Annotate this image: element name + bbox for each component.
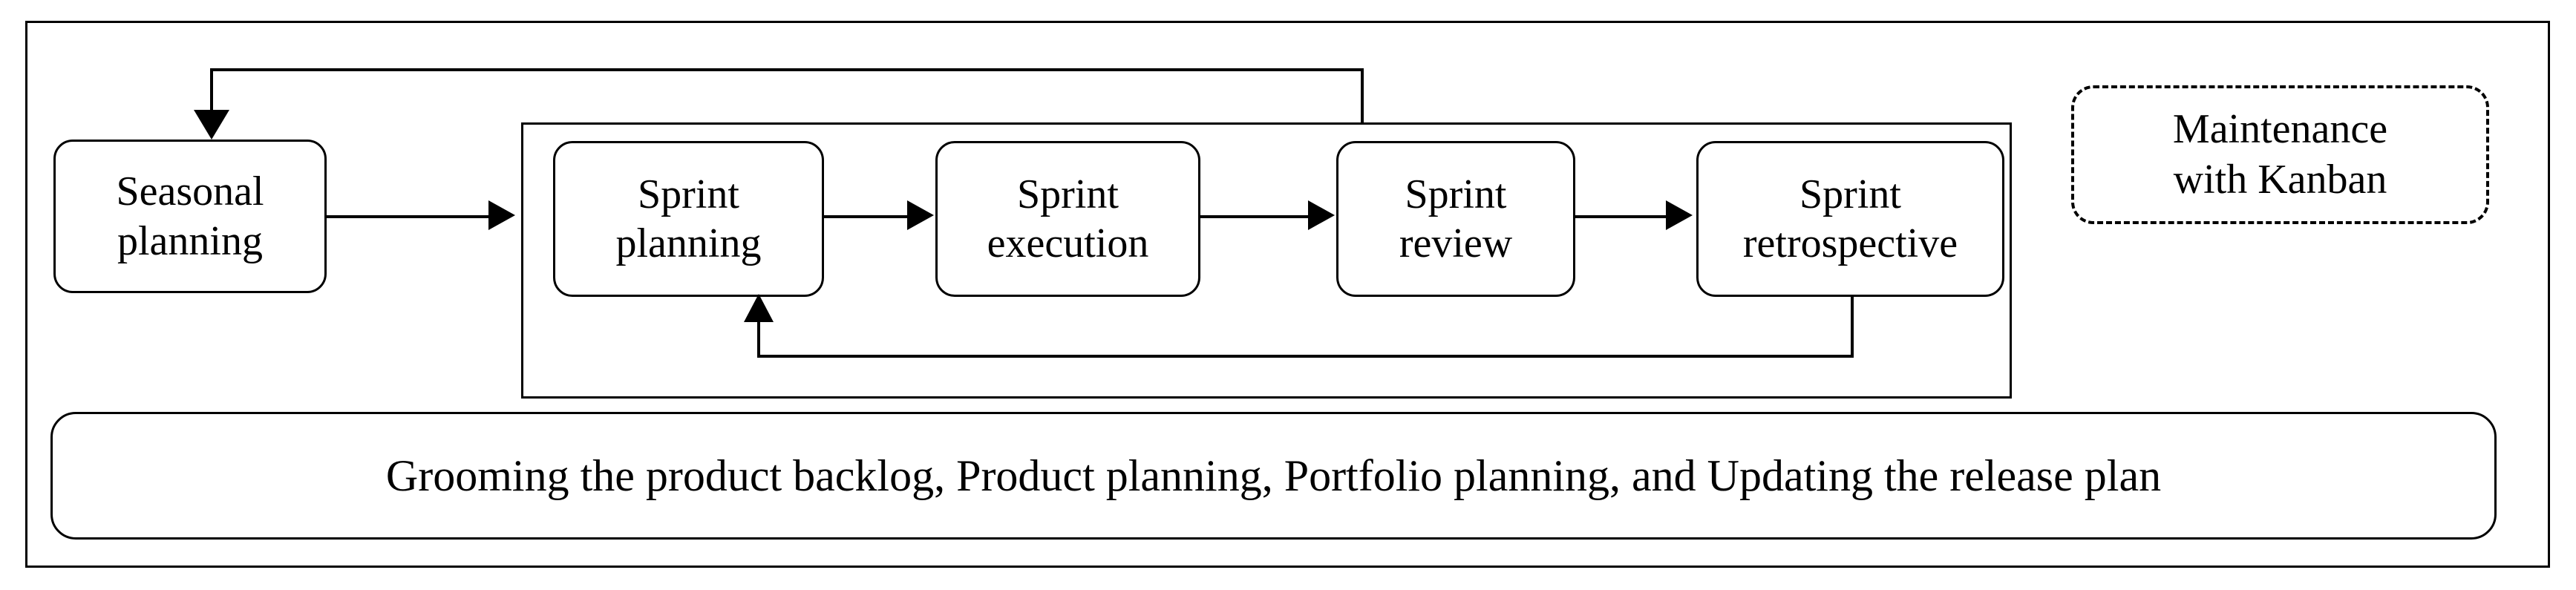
feedback-bottom-riser [757,321,760,356]
feedback-bottom-horizontal [757,355,1854,358]
feedback-top-arrowhead-icon [194,110,229,140]
outer-frame [25,21,2550,568]
box-bottom-activities-bar[interactable]: Grooming the product backlog, Product pl… [50,412,2497,540]
connector-seasonal-to-sprint-planning-arrowhead-icon [488,200,515,230]
connector-sprint-review-to-retrospective-arrowhead-icon [1666,200,1693,230]
feedback-top-drop [210,68,213,113]
box-bottom-activities-label: Grooming the product backlog, Product pl… [385,450,2162,500]
feedback-bottom-drop [1851,297,1854,355]
connector-sprint-execution-to-review-arrowhead-icon [1308,200,1335,230]
connector-sprint-planning-to-execution [824,215,909,218]
feedback-top-horizontal [210,68,1364,71]
connector-sprint-review-to-retrospective [1575,215,1667,218]
connector-sprint-planning-to-execution-arrowhead-icon [907,200,934,230]
feedback-top-riser [1361,68,1364,122]
connector-sprint-execution-to-review [1200,215,1310,218]
sprint-cycle-container [521,122,2012,399]
connector-seasonal-to-sprint-planning [327,215,490,218]
feedback-bottom-arrowhead-icon [744,294,774,322]
